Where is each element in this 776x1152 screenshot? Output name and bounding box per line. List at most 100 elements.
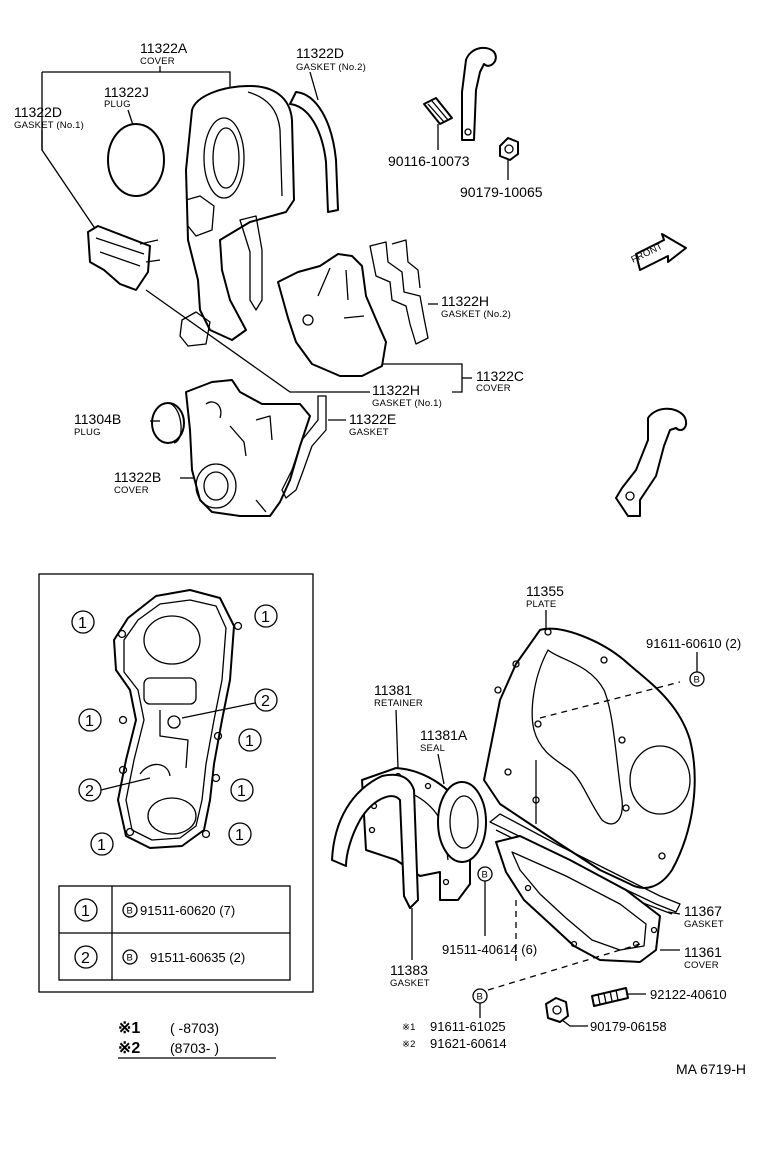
cover-11322B [185, 379, 311, 517]
stud-90116 [423, 97, 453, 125]
cover-11322B-seal [195, 463, 237, 509]
callout-2: 2 [85, 783, 94, 800]
part-desc-11322E: GASKET [349, 427, 389, 438]
footnote-2-range: (8703- ) [170, 1040, 219, 1056]
table-part-1: 91511-60620 (7) [140, 903, 235, 918]
leader-11381A [437, 753, 445, 785]
callout-1: 1 [85, 713, 94, 730]
cover-11322A [185, 85, 295, 341]
key-cover-inner [123, 599, 227, 841]
callout-2-leader [181, 702, 256, 719]
cover-11322A-opening-inner [212, 127, 240, 189]
cover-11322C-hole [302, 314, 314, 326]
table-bolt-letter-2: B [127, 953, 134, 964]
part-desc-11322D-left: GASKET (No.1) [14, 120, 84, 131]
cover-11322C-ribs [317, 267, 365, 319]
plate-holes [494, 628, 666, 860]
bolt-key-box: 1 1 2 1 1 2 1 1 1 1 B 91511-60620 (7) 2 … [38, 573, 314, 993]
part-number-11355: 11355 [526, 583, 564, 599]
part-number-11322H-b: 11322H [372, 382, 420, 398]
nut-90179b-hole [552, 1005, 562, 1015]
part-desc-11381: RETAINER [374, 698, 423, 709]
bracket-hole [464, 128, 472, 136]
front-arrow: FRONT [629, 233, 687, 271]
gasket-11383 [331, 773, 419, 909]
footnotes: ※1 ( -8703) ※2 (8703- ) [118, 1020, 276, 1059]
part-desc-11322A: COVER [140, 56, 175, 67]
cover-11322B-ribs [205, 401, 273, 513]
footnote-2-mark: ※2 [118, 1040, 140, 1057]
part-number-11322C: 11322C [476, 368, 524, 384]
part-number-11367: 11367 [684, 903, 722, 919]
nut-hole [504, 144, 514, 154]
cover-11322B-seal-inner [203, 471, 229, 501]
ref1-mark: ※1 [402, 1022, 416, 1033]
table-part-2: 91511-60635 (2) [150, 950, 245, 965]
hook-bracket-right [615, 407, 688, 517]
key-cover-boss [167, 715, 181, 729]
retainer-bolt-letter: B [482, 870, 489, 881]
key-cover-hole-top [143, 615, 201, 665]
ref1-number: 91611-61025 [430, 1019, 506, 1034]
part-number-11322H-a: 11322H [441, 293, 489, 309]
part-number-11322J: 11322J [104, 84, 149, 100]
cover-dashed-axis [487, 943, 641, 991]
part-number-11383: 11383 [390, 962, 428, 978]
part-desc-11322H-b: GASKET (No.1) [372, 398, 442, 409]
ref2-number: 91621-60614 [430, 1036, 507, 1051]
key-callouts: 1 1 2 1 1 2 1 1 1 [71, 604, 278, 856]
gasket-11322H-no2 [369, 241, 429, 345]
leader-11322D-top [309, 71, 319, 101]
callout-1: 1 [78, 615, 87, 632]
part-desc-11322B: COVER [114, 485, 149, 496]
callout-2b-leader [100, 777, 151, 791]
key-box-border [38, 573, 314, 993]
ref2-mark: ※2 [402, 1039, 416, 1050]
part-number-91511-40614: 91511-40614 (6) [442, 942, 537, 957]
stud-92122-thread [597, 989, 619, 1005]
footnote-1-mark: ※1 [118, 1020, 140, 1037]
gasket-no1-detail [95, 237, 161, 267]
leader-11367 [667, 911, 681, 915]
footnote-1-range: ( -8703) [170, 1020, 219, 1036]
cover-11322C [277, 253, 387, 377]
part-desc-11322D-top: GASKET (No.2) [296, 62, 366, 73]
part-number-11381: 11381 [374, 682, 412, 698]
table-key-2: 2 [81, 950, 90, 967]
key-cover-channel [139, 710, 189, 777]
plate-bolt-letter: B [694, 675, 701, 686]
callout-1: 1 [97, 837, 106, 854]
part-desc-11383: GASKET [390, 978, 430, 989]
leader-11322D-left [41, 130, 97, 231]
leader-11381 [395, 709, 399, 769]
part-number-11322A: 11322A [140, 40, 188, 56]
part-desc-11304B: PLUG [74, 427, 101, 438]
part-number-92122: 92122-40610 [650, 987, 727, 1002]
callout-1: 1 [237, 783, 246, 800]
part-number-11361: 11361 [684, 944, 722, 960]
part-number-90179b: 90179-06158 [590, 1019, 667, 1034]
part-number-11381A: 11381A [420, 727, 468, 743]
hook-bracket-top [461, 46, 497, 141]
gasket-11322H-no2-b [391, 239, 421, 289]
key-bolt-holes [117, 621, 243, 839]
plate-11355-hole [629, 745, 691, 815]
cover-11361 [495, 835, 661, 963]
callout-1: 1 [245, 733, 254, 750]
plug-11304B-edge [167, 402, 182, 444]
part-number-11322E: 11322E [349, 411, 396, 427]
part-number-11322D-top: 11322D [296, 45, 344, 61]
part-desc-11355: PLATE [526, 599, 556, 610]
part-number-11322B: 11322B [114, 469, 161, 485]
part-number-90179a: 90179-10065 [460, 184, 543, 200]
leader-11322H-no1 [145, 289, 370, 393]
part-number-11322D-left: 11322D [14, 104, 62, 120]
key-cover-hole-bottom [147, 797, 197, 835]
bolt-key-table: 1 B 91511-60620 (7) 2 B 91511-60635 (2) [58, 885, 291, 981]
callout-2: 2 [261, 693, 270, 710]
part-number-91611a: 91611-60610 (2) [646, 636, 741, 651]
part-number-11304B: 11304B [74, 411, 121, 427]
plate-11355-cutout [531, 649, 623, 825]
gasket-11322E [281, 395, 327, 499]
